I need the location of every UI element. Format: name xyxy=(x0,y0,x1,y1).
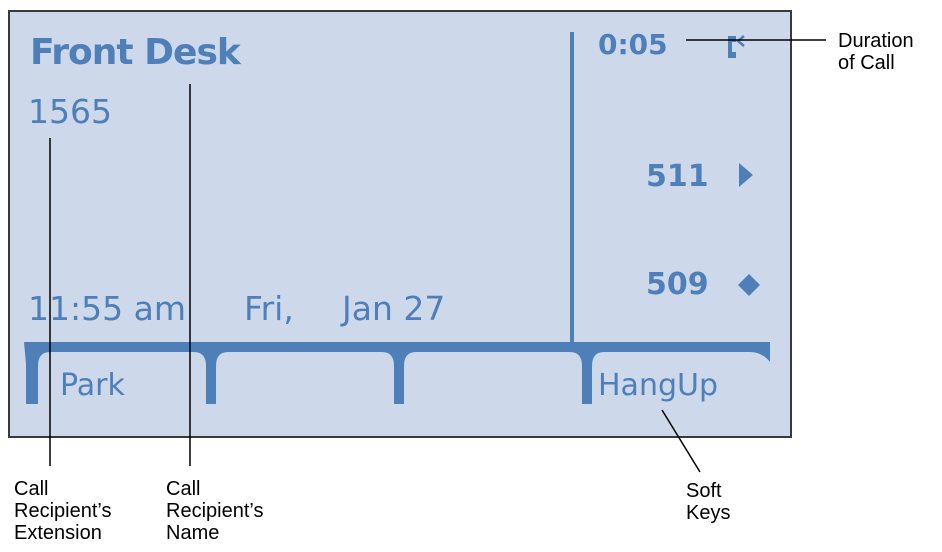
call-duration: 0:05 xyxy=(598,28,668,61)
annotation-duration: Duration of Call xyxy=(838,30,914,74)
day-of-week: Fri, xyxy=(244,289,294,328)
phone-lcd-screen: Front Desk 1565 11:55 am Fri, Jan 27 0:0… xyxy=(8,10,792,438)
triangle-right-icon xyxy=(739,163,753,187)
softkey-hangup[interactable]: HangUp xyxy=(598,368,718,403)
annotation-name: Call Recipient’s Name xyxy=(166,478,264,544)
softkey-park[interactable]: Park xyxy=(60,368,125,403)
diamond-icon xyxy=(738,274,760,296)
line-key-509[interactable]: 509 xyxy=(646,267,709,302)
line-key-511[interactable]: 511 xyxy=(646,159,709,194)
softkey-bar xyxy=(24,342,770,404)
annotation-extension: Call Recipient’s Extension xyxy=(14,478,112,544)
handset-call-icon xyxy=(728,35,745,58)
screen-divider xyxy=(570,32,574,342)
recipient-name: Front Desk xyxy=(30,32,241,73)
clock-time: 11:55 am xyxy=(28,289,186,328)
annotation-softkeys: Soft Keys xyxy=(686,480,731,524)
calendar-date: Jan 27 xyxy=(342,289,446,328)
recipient-extension: 1565 xyxy=(28,92,112,131)
